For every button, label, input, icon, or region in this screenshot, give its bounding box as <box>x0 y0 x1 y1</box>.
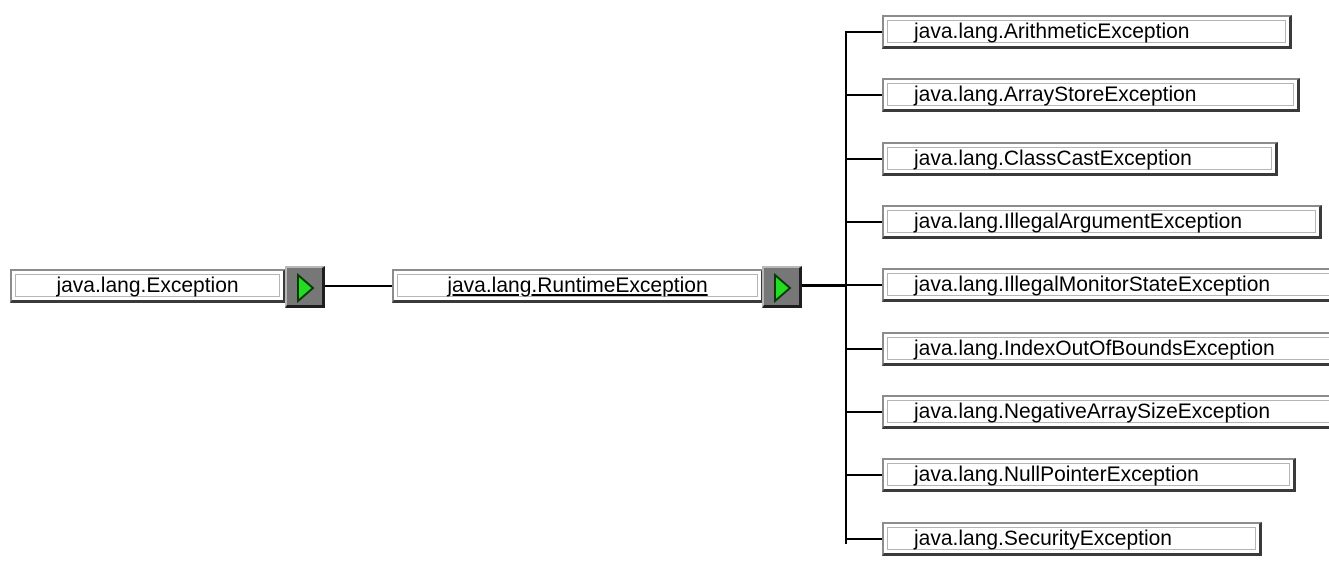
connector-branch <box>845 284 883 286</box>
class-label: java.lang.ClassCastException <box>914 146 1192 170</box>
tree-trunk <box>845 31 847 544</box>
class-label: java.lang.ArithmeticException <box>914 19 1190 43</box>
class-label: java.lang.Exception <box>56 273 239 297</box>
class-label: java.lang.RuntimeException <box>447 273 708 297</box>
connector-branch <box>845 221 883 223</box>
connector-root-to-current <box>325 285 393 287</box>
class-node-subclass[interactable]: java.lang.IllegalMonitorStateException <box>882 268 1329 302</box>
class-label: java.lang.NegativeArraySizeException <box>914 399 1271 423</box>
class-label: java.lang.SecurityException <box>914 526 1172 550</box>
class-node-subclass[interactable]: java.lang.ArithmeticException <box>882 15 1292 49</box>
connector-branch <box>845 474 883 476</box>
class-label: java.lang.IllegalMonitorStateException <box>914 272 1271 296</box>
expand-arrow-icon <box>774 273 792 303</box>
class-label: java.lang.NullPointerException <box>914 462 1199 486</box>
expand-button-runtime-exception[interactable] <box>762 266 802 308</box>
expand-arrow-icon <box>297 273 315 303</box>
class-node-subclass[interactable]: java.lang.ArrayStoreException <box>882 78 1300 112</box>
connector-branch <box>845 348 883 350</box>
class-node-subclass[interactable]: java.lang.IndexOutOfBoundsException <box>882 332 1329 366</box>
class-node-subclass[interactable]: java.lang.ClassCastException <box>882 142 1278 176</box>
class-node-subclass[interactable]: java.lang.NegativeArraySizeException <box>882 395 1329 429</box>
connector-branch <box>845 411 883 413</box>
class-label: java.lang.IndexOutOfBoundsException <box>914 336 1275 360</box>
class-node-subclass[interactable]: java.lang.SecurityException <box>882 522 1262 556</box>
class-label: java.lang.IllegalArgumentException <box>914 209 1243 233</box>
class-node-subclass[interactable]: java.lang.IllegalArgumentException <box>882 205 1322 239</box>
connector-branch <box>845 158 883 160</box>
expand-button-exception[interactable] <box>285 266 325 308</box>
class-node-runtime-exception[interactable]: java.lang.RuntimeException <box>392 269 764 303</box>
connector-branch <box>845 538 883 540</box>
connector-branch <box>845 94 883 96</box>
class-node-exception[interactable]: java.lang.Exception <box>10 269 286 303</box>
class-label: java.lang.ArrayStoreException <box>914 82 1197 106</box>
connector-current-to-trunk <box>802 284 846 287</box>
class-node-subclass[interactable]: java.lang.NullPointerException <box>882 458 1296 492</box>
connector-branch <box>845 31 883 33</box>
